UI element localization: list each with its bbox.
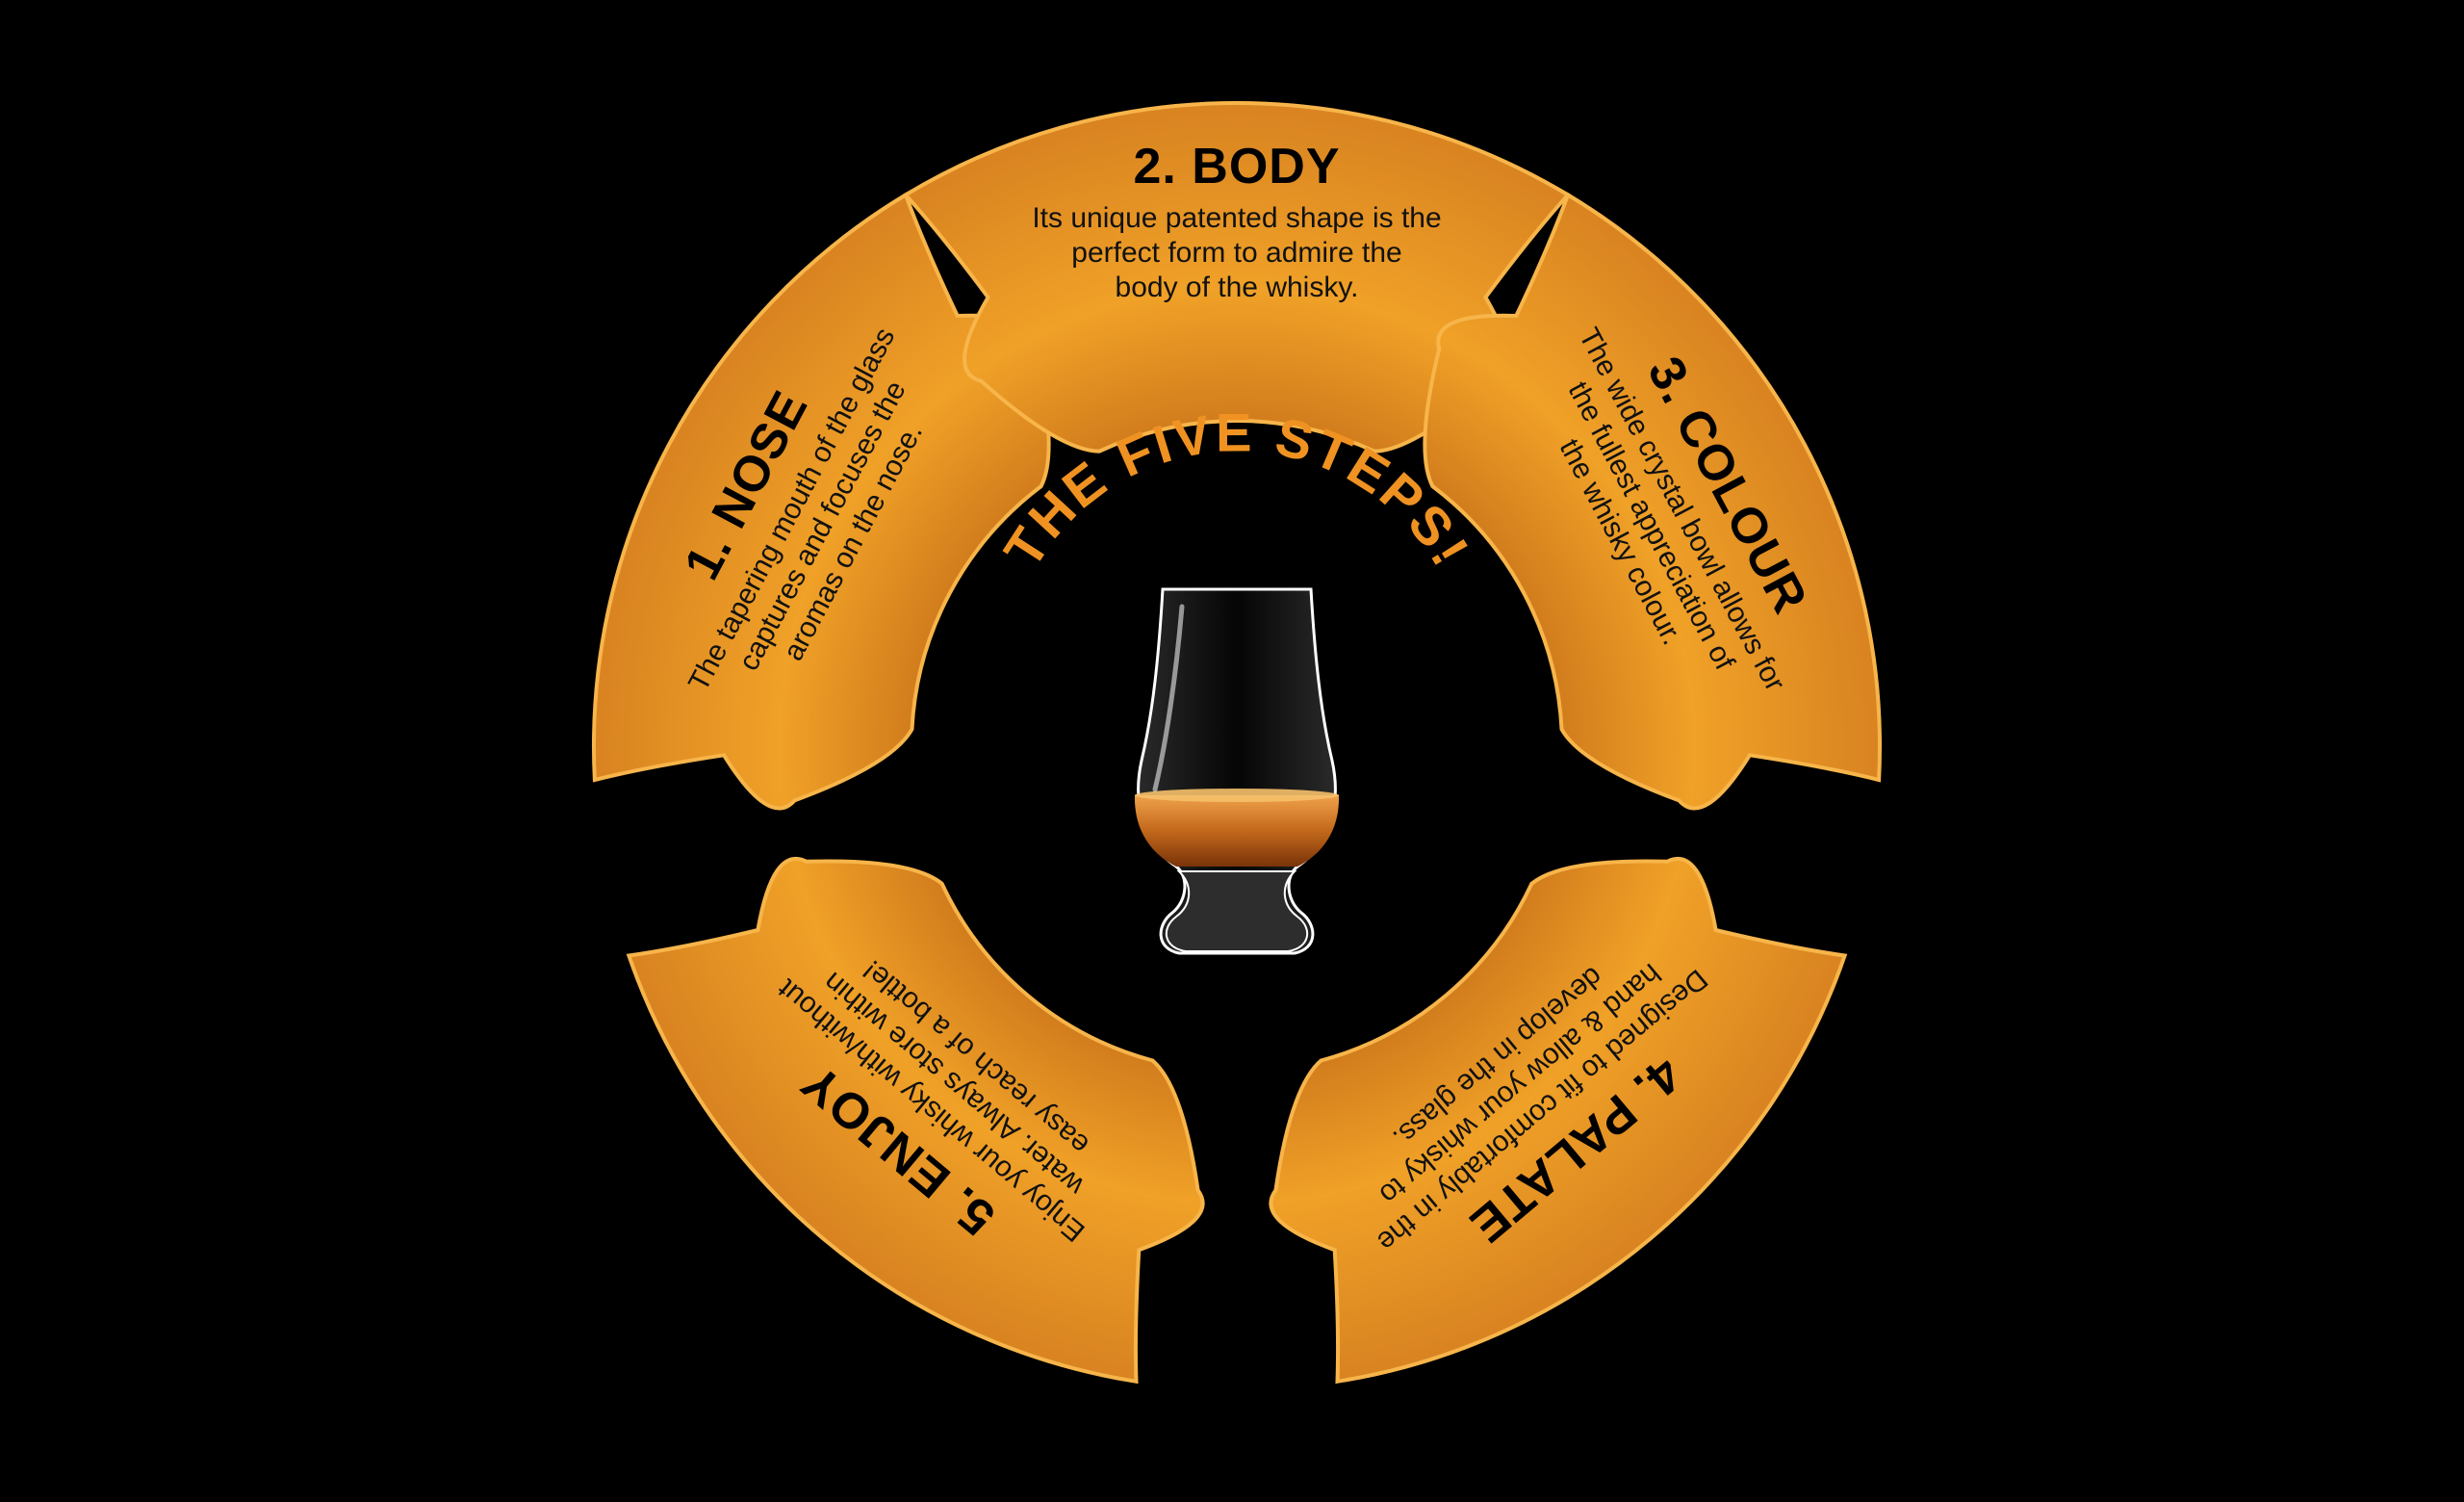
segment-body [902,101,1572,453]
step-segments [592,101,1882,1385]
whisky-glass-icon [1134,587,1340,955]
segment-palate [1269,857,1848,1385]
segment-colour [1423,192,1882,811]
step-body: 2. BODY Its unique patented shape is thep… [1032,139,1441,303]
step-text-body: body of the whisky. [1116,272,1359,303]
step-text-body: perfect form to admire the [1071,237,1401,269]
step-text-body: Its unique patented shape is the [1032,202,1441,234]
step-title-body: 2. BODY [1133,139,1340,194]
segment-nose [592,192,1051,811]
segment-enjoy [626,857,1205,1385]
